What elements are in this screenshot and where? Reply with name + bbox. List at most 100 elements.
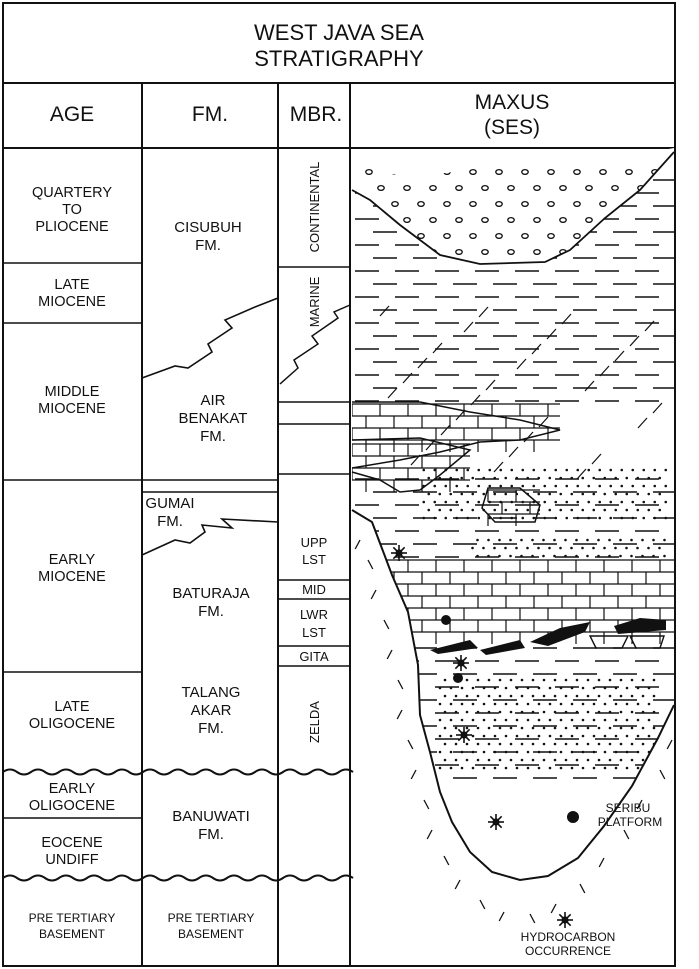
sand-dot	[465, 678, 469, 682]
sand-dot	[598, 516, 602, 520]
sand-dot	[619, 554, 622, 558]
sand-dot	[565, 500, 569, 504]
sand-dot	[504, 718, 508, 722]
sand-dot	[641, 554, 644, 558]
sand-dot	[575, 554, 578, 558]
sand-dot	[581, 734, 585, 738]
sand-dot	[515, 686, 519, 690]
age-label: OLIGOCENE	[29, 798, 116, 814]
sand-dot	[537, 546, 540, 550]
sand-dot	[614, 718, 618, 722]
sand-dot	[625, 476, 629, 480]
sand-dot	[455, 468, 459, 472]
sand-dot	[526, 686, 530, 690]
sand-dot	[564, 538, 567, 542]
sand-dot	[647, 734, 651, 738]
sand-dot	[427, 476, 431, 480]
sand-dot	[625, 766, 629, 770]
sand-dot	[504, 476, 508, 480]
basement-tick	[410, 769, 417, 780]
sand-dot	[614, 492, 618, 496]
sand-dot	[592, 750, 596, 754]
marine-tick	[493, 461, 504, 473]
sand-dot	[586, 726, 590, 730]
sand-dot	[537, 476, 541, 480]
pebble	[599, 168, 607, 176]
sand-dot	[504, 750, 508, 754]
sand-dot	[619, 758, 623, 762]
sand-dot	[460, 492, 464, 496]
sand-dot	[460, 476, 464, 480]
sand-dot	[652, 694, 656, 698]
sand-dot	[630, 678, 634, 682]
sand-dot	[526, 476, 530, 480]
pebble	[455, 248, 463, 256]
pebble	[469, 168, 477, 176]
sand-dot	[592, 734, 596, 738]
sand-dot	[658, 508, 662, 512]
sand-dot	[564, 758, 568, 762]
sand-dot	[482, 718, 486, 722]
sand-dot	[526, 734, 530, 738]
sand-dot	[565, 484, 569, 488]
basement-tick	[498, 911, 505, 922]
sand-dot	[509, 694, 513, 698]
sand-dot	[564, 694, 568, 698]
sand-dot	[587, 484, 591, 488]
sand-dot	[575, 726, 579, 730]
sand-dot	[493, 718, 497, 722]
pebble	[573, 200, 581, 208]
formation-label: CISUBUH	[174, 219, 242, 236]
sand-dot	[641, 538, 644, 542]
sand-dot	[542, 758, 546, 762]
pebble	[611, 184, 619, 192]
sand-dot	[471, 750, 475, 754]
sand-dot	[614, 702, 618, 706]
sand-dot	[520, 710, 524, 714]
pebble	[481, 216, 489, 224]
header-maxus-line2: (SES)	[484, 116, 540, 139]
sand-dot	[465, 694, 469, 698]
sand-dot	[471, 492, 475, 496]
sand-dot	[482, 546, 485, 550]
marine-tick	[652, 402, 663, 414]
sand-dot	[603, 702, 607, 706]
sand-dot	[471, 718, 475, 722]
sand-dot	[504, 766, 508, 770]
sand-dot	[471, 702, 475, 706]
sand-dot	[438, 476, 442, 480]
member-label: LST	[302, 625, 326, 640]
sand-dot	[422, 500, 426, 504]
sand-dot	[498, 678, 502, 682]
pebble	[559, 216, 567, 224]
sand-dot	[548, 476, 552, 480]
sand-dot	[498, 726, 502, 730]
sand-dot	[570, 686, 574, 690]
member-label-vertical: MARINE	[307, 276, 322, 327]
header-age: AGE	[50, 103, 94, 126]
member-boundaries	[278, 266, 351, 667]
sand-dot	[471, 734, 475, 738]
formation-label: BASEMENT	[178, 927, 245, 941]
sand-dot	[570, 476, 574, 480]
formation-label: GUMAI	[145, 495, 194, 512]
sand-dot	[647, 718, 651, 722]
sand-dot	[592, 508, 596, 512]
sand-dot	[603, 750, 607, 754]
sand-dot	[520, 554, 523, 558]
sand-dot	[493, 546, 496, 550]
basement-tick	[423, 799, 430, 810]
sand-dot	[636, 734, 640, 738]
sand-dot	[570, 546, 573, 550]
sand-dot	[630, 710, 634, 714]
formation-label: FM.	[198, 603, 224, 620]
sand-dot	[542, 678, 546, 682]
sand-dot	[564, 742, 568, 746]
sand-dot	[531, 742, 535, 746]
pebble	[547, 168, 555, 176]
sand-dot	[653, 500, 657, 504]
sand-dot	[526, 546, 529, 550]
sand-dot	[630, 742, 634, 746]
sand-dot	[603, 766, 607, 770]
